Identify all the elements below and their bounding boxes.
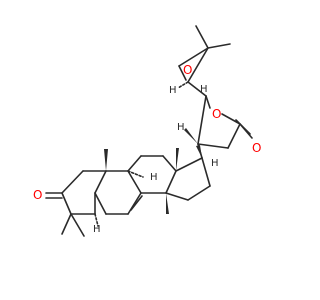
lactone-c5-ringO-bond [205, 95, 211, 109]
c17-h-label: H [211, 158, 219, 169]
lactone-carbonyl-oxygen-label: O [252, 141, 261, 155]
epoxide-ring [178, 25, 231, 83]
ring-b [94, 170, 143, 215]
lactone-c5-h-label: H [200, 84, 208, 95]
lactone-ring-oxygen-label: O [212, 107, 221, 121]
epoxide-methyl-bond-a [195, 25, 209, 49]
ring-c [127, 155, 177, 194]
molecular-structure: O H O O H H H H [33, 25, 261, 237]
epoxide-oxygen-label: O [183, 63, 192, 77]
lactone-c3-h-label: H [177, 122, 185, 133]
c14-methyl-wedge [166, 193, 169, 214]
c7-c8-double-bond [130, 195, 143, 211]
c4-methyl-a [61, 213, 72, 235]
c13-methyl-wedge [176, 148, 179, 171]
c5-h-label: H [93, 224, 101, 235]
c4-methyl-b [70, 213, 85, 237]
ketone-oxygen-label: O [33, 188, 42, 202]
lactone-c3-h-wedge [184, 128, 198, 144]
ring-d [165, 157, 211, 201]
ring-a [61, 170, 107, 215]
epoxide-methyl-bond-b [207, 43, 231, 49]
c9-h-label: H [150, 172, 158, 183]
lactone-ring [187, 81, 253, 149]
epoxide-h-label: H [169, 85, 177, 96]
c10-methyl-wedge [104, 149, 108, 171]
